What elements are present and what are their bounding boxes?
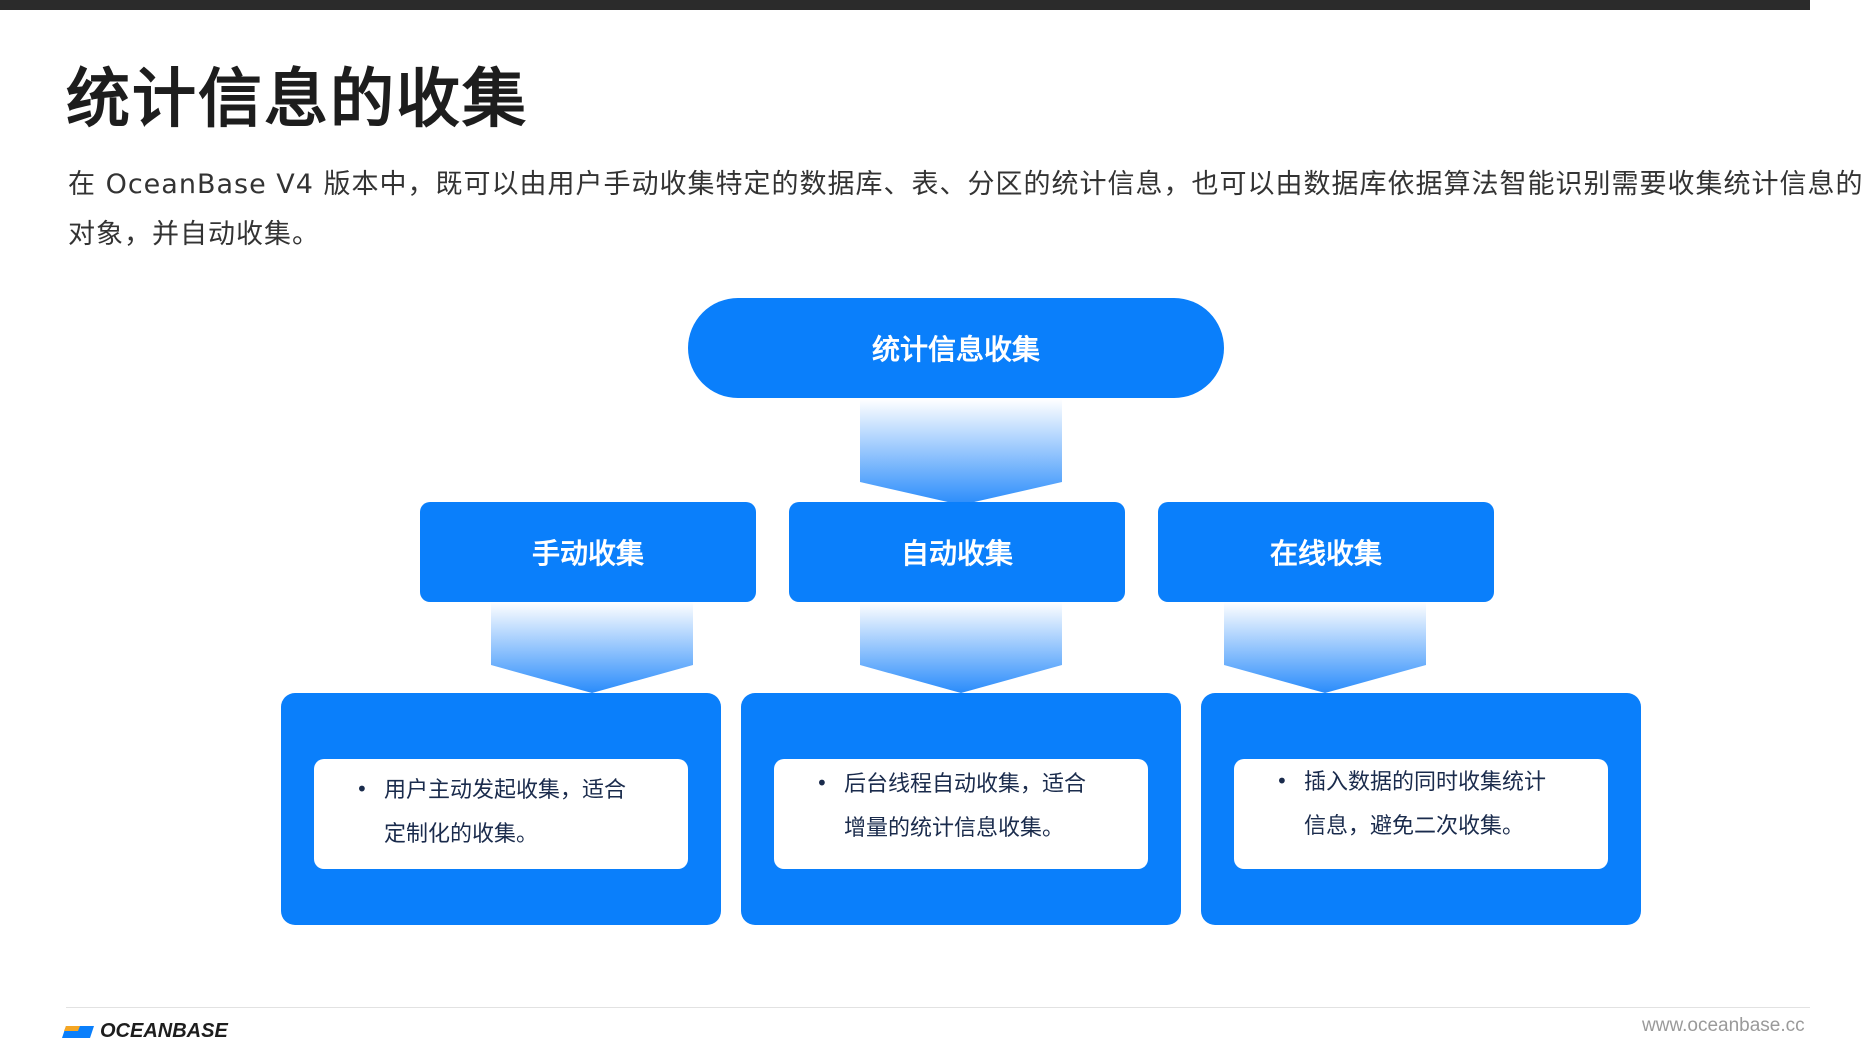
description-line: 信息，避免二次收集。 bbox=[1304, 814, 1525, 839]
window-top-bar bbox=[0, 0, 1810, 10]
description-card-auto: • 后台线程自动收集，适合 增量的统计信息收集。 bbox=[741, 693, 1181, 925]
category-label: 手动收集 bbox=[531, 537, 644, 570]
description-text: 用户主动发起收集，适合 定制化的收集。 bbox=[384, 769, 674, 857]
chevron-down-arrow-icon bbox=[860, 399, 1062, 505]
bullet-icon: • bbox=[1276, 769, 1288, 793]
description-line: 用户主动发起收集，适合 bbox=[384, 778, 627, 803]
intro-paragraph: 在 OceanBase V4 版本中，既可以由用户手动收集特定的数据库、表、分区… bbox=[68, 160, 1864, 260]
description-card-online: • 插入数据的同时收集统计 信息，避免二次收集。 bbox=[1201, 693, 1641, 925]
chevron-down-arrow-icon bbox=[860, 602, 1062, 693]
description-line: 增量的统计信息收集。 bbox=[844, 816, 1065, 841]
bullet-icon: • bbox=[356, 777, 368, 801]
bullet-icon: • bbox=[816, 771, 828, 795]
logo-text: OCEANBASE bbox=[100, 1020, 228, 1042]
oceanbase-logo: OCEANBASE bbox=[62, 1020, 232, 1042]
description-line: 后台线程自动收集，适合 bbox=[844, 772, 1087, 797]
category-label: 自动收集 bbox=[900, 537, 1013, 570]
page-title: 统计信息的收集 bbox=[66, 63, 528, 137]
root-node-stats-collection: 统计信息收集 bbox=[688, 298, 1224, 398]
intro-line-2: 对象，并自动收集。 bbox=[68, 219, 320, 250]
description-box: • 用户主动发起收集，适合 定制化的收集。 bbox=[314, 759, 688, 869]
chevron-down-arrow-icon bbox=[1224, 602, 1426, 693]
category-online-collection: 在线收集 bbox=[1158, 502, 1494, 602]
description-line: 定制化的收集。 bbox=[384, 822, 539, 847]
intro-line-1: 在 OceanBase V4 版本中，既可以由用户手动收集特定的数据库、表、分区… bbox=[68, 169, 1864, 200]
footer-website-link[interactable]: www.oceanbase.cc bbox=[1642, 1015, 1805, 1036]
category-manual-collection: 手动收集 bbox=[420, 502, 756, 602]
description-text: 后台线程自动收集，适合 增量的统计信息收集。 bbox=[844, 763, 1134, 851]
oceanbase-logo-icon bbox=[62, 1026, 94, 1038]
root-node-label: 统计信息收集 bbox=[871, 333, 1040, 366]
description-text: 插入数据的同时收集统计 信息，避免二次收集。 bbox=[1304, 761, 1594, 849]
footer-divider bbox=[66, 1007, 1810, 1008]
description-box: • 插入数据的同时收集统计 信息，避免二次收集。 bbox=[1234, 759, 1608, 869]
category-label: 在线收集 bbox=[1269, 537, 1382, 570]
description-line: 插入数据的同时收集统计 bbox=[1304, 770, 1547, 795]
category-auto-collection: 自动收集 bbox=[789, 502, 1125, 602]
chevron-down-arrow-icon bbox=[491, 602, 693, 693]
description-box: • 后台线程自动收集，适合 增量的统计信息收集。 bbox=[774, 759, 1148, 869]
description-card-manual: • 用户主动发起收集，适合 定制化的收集。 bbox=[281, 693, 721, 925]
